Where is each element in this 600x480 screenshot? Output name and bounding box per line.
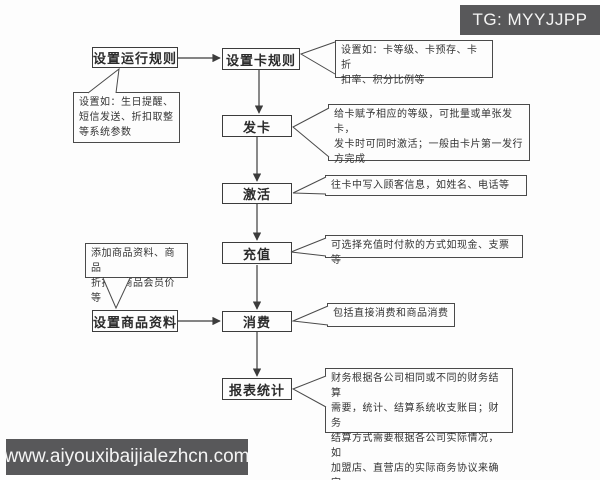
flow-box-label: 报表统计	[228, 382, 285, 398]
flow-box-issue-card: 发卡	[222, 115, 292, 137]
flow-box-set-card-rules: 设置卡规则	[222, 48, 300, 70]
note-text: 设置如：生日提醒、 短信发送、折扣取整 等系统参数	[79, 97, 174, 138]
note-recharge: 可选择充值时付款的方式如现金、支票等	[325, 235, 523, 266]
watermark-telegram-banner: TG: MYYJJPP	[460, 5, 600, 35]
flow-box-label: 消费	[242, 315, 271, 330]
flow-box-set-run-rules: 设置运行规则	[92, 47, 178, 68]
flow-box-activate: 激活	[222, 183, 292, 204]
flow-box-set-product-data: 设置商品资料	[92, 310, 178, 332]
note-text: 添加商品资料、商品 折扣、商品会员价等	[91, 248, 175, 304]
note-card-rules: 设置如：卡等级、卡预存、卡折 扣率、积分比例等	[335, 40, 493, 86]
tail-issue-card	[292, 107, 330, 158]
watermark-telegram-text: TG: MYYJJPP	[472, 10, 588, 29]
note-text: 可选择充值时付款的方式如现金、支票等	[331, 240, 510, 266]
flow-box-label: 设置运行规则	[93, 51, 178, 66]
tail-report-stats	[291, 375, 327, 408]
note-consume: 包括直接消费和商品消费	[327, 303, 455, 327]
flow-box-label: 发卡	[242, 119, 271, 135]
note-text: 包括直接消费和商品消费	[333, 308, 449, 319]
watermark-url-banner: www.aiyouxibaijialezhcn.com	[4, 439, 250, 475]
flow-box-recharge: 充值	[222, 242, 292, 264]
flow-box-label: 设置卡规则	[225, 52, 296, 68]
note-report-stats: 财务根据各公司相同或不同的财务结算 需要，统计、结算系统收支账目；财务 结算方式…	[325, 368, 513, 480]
tail-card-rules	[299, 41, 336, 75]
watermark-url-text: www.aiyouxibaijialezhcn.com	[4, 446, 250, 467]
tail-activate	[292, 176, 327, 195]
note-product-data: 添加商品资料、商品 折扣、商品会员价等	[85, 243, 188, 304]
note-text: 往卡中写入顾客信息，如姓名、电话等	[331, 180, 510, 191]
note-run-rules: 设置如：生日提醒、 短信发送、折扣取整 等系统参数	[73, 92, 180, 143]
tail-run-rules-note	[87, 67, 120, 94]
flow-box-consume: 消费	[222, 311, 292, 332]
note-text: 财务根据各公司相同或不同的财务结算 需要，统计、结算系统收支账目；财务 结算方式…	[331, 373, 499, 480]
note-issue-card: 给卡赋予相应的等级，可批量或单张发卡， 发卡时可同时激活；一般由卡片第一发行 方…	[328, 104, 530, 165]
flow-box-label: 充值	[242, 246, 271, 262]
tail-recharge	[290, 237, 327, 257]
flow-box-label: 设置商品资料	[93, 314, 178, 330]
note-activate: 往卡中写入顾客信息，如姓名、电话等	[325, 175, 527, 196]
note-text: 给卡赋予相应的等级，可批量或单张发卡， 发卡时可同时激活；一般由卡片第一发行 方…	[334, 109, 523, 165]
flow-box-label: 激活	[242, 187, 271, 202]
tail-consume	[291, 305, 329, 326]
note-text: 设置如：卡等级、卡预存、卡折 扣率、积分比例等	[341, 45, 478, 86]
flow-box-report-stats: 报表统计	[222, 378, 292, 400]
